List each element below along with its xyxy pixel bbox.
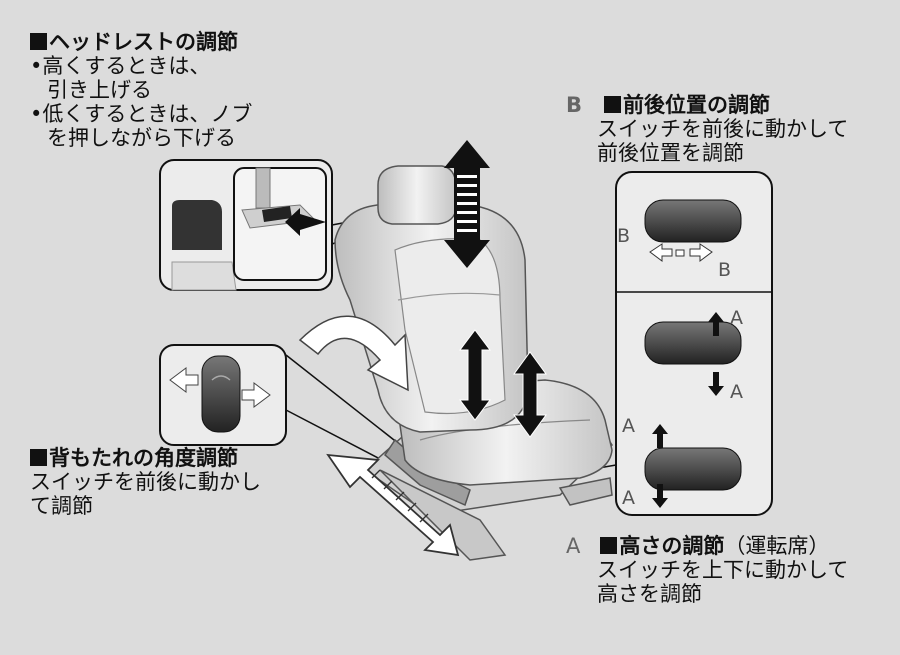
headrest-text: ヘッドレストの調節 •高くするときは、 引き上げる •低くするときは、ノブ を押… bbox=[30, 30, 253, 150]
height-marker: A bbox=[566, 534, 581, 558]
headrest-inset bbox=[159, 159, 333, 291]
headrest-line4: を押しながら下げる bbox=[47, 126, 236, 150]
switch-label-b-left: B bbox=[617, 225, 630, 247]
headrest-title: ヘッドレストの調節 bbox=[49, 30, 238, 54]
fore-aft-line1: スイッチを前後に動かして bbox=[597, 117, 849, 141]
fore-aft-text: B 前後位置の調節 スイッチを前後に動かして 前後位置を調節 bbox=[566, 93, 848, 165]
recline-text: 背もたれの角度調節 スイッチを前後に動かし て調節 bbox=[30, 446, 261, 518]
recline-title: 背もたれの角度調節 bbox=[49, 446, 238, 470]
switch-panel-inset bbox=[615, 171, 773, 516]
square-bullet-icon bbox=[603, 96, 621, 113]
recline-arrow bbox=[298, 315, 409, 392]
switch-label-a-up-front: A bbox=[730, 307, 743, 329]
square-bullet-icon bbox=[30, 33, 47, 50]
headrest-line1: 高くするときは、 bbox=[42, 54, 211, 78]
height-title: 高さの調節 bbox=[619, 534, 725, 558]
fore-aft-title: 前後位置の調節 bbox=[622, 93, 770, 117]
fore-aft-marker: B bbox=[566, 93, 583, 117]
recline-line2: て調節 bbox=[30, 494, 93, 518]
fore-aft-switch bbox=[644, 199, 742, 243]
recline-line1: スイッチを前後に動かし bbox=[30, 470, 261, 494]
headrest bbox=[377, 165, 457, 225]
square-bullet-icon bbox=[600, 537, 618, 554]
height-switch-rear bbox=[644, 447, 742, 491]
height-line1: スイッチを上下に動かして bbox=[597, 558, 849, 582]
height-text: A 高さの調節（運転席） スイッチを上下に動かして 高さを調節 bbox=[566, 534, 848, 606]
headrest-arrow bbox=[444, 140, 490, 268]
switch-label-a-down-front: A bbox=[730, 381, 743, 403]
height-line2: 高さを調節 bbox=[597, 582, 702, 606]
back-seam bbox=[397, 292, 501, 301]
seat-height-arrow-front bbox=[459, 329, 491, 421]
square-bullet-icon bbox=[30, 449, 47, 466]
headrest-line2: 引き上げる bbox=[47, 78, 152, 102]
headrest-line3: 低くするときは、ノブ bbox=[42, 102, 253, 126]
fore-aft-line2: 前後位置を調節 bbox=[597, 141, 744, 165]
switch-label-b-right: B bbox=[718, 259, 731, 281]
recline-switch-inset bbox=[159, 344, 287, 446]
switch-label-a-up-rear: A bbox=[622, 415, 635, 437]
height-note: （運転席） bbox=[724, 534, 830, 558]
switch-label-a-down-rear: A bbox=[622, 487, 635, 509]
fore-aft-arrow bbox=[326, 453, 460, 557]
height-switch-front bbox=[644, 321, 742, 365]
seat-height-arrow-rear bbox=[513, 351, 547, 438]
